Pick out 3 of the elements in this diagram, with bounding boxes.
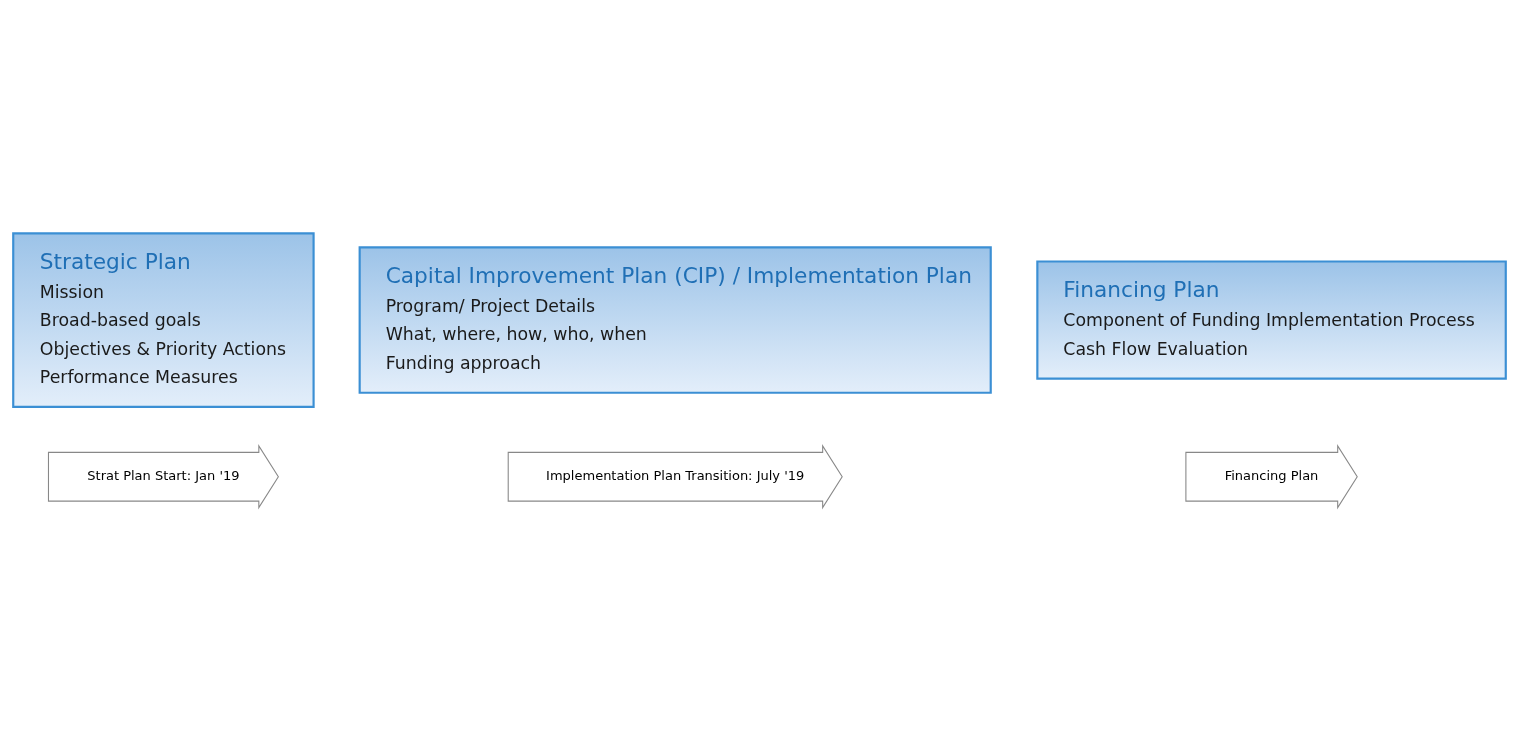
node-box: Capital Improvement Plan (CIP) / Implementation Plan Program/ Project Details What, where, how, who, when Funding approach [358,245,992,394]
node-box: Financing Plan Component of Funding Implementation Process Cash Flow Evaluation [1036,259,1507,380]
node-box: Strategic Plan Mission Broad-based goals Objectives & Priority Actions Performance Measures [12,231,315,408]
